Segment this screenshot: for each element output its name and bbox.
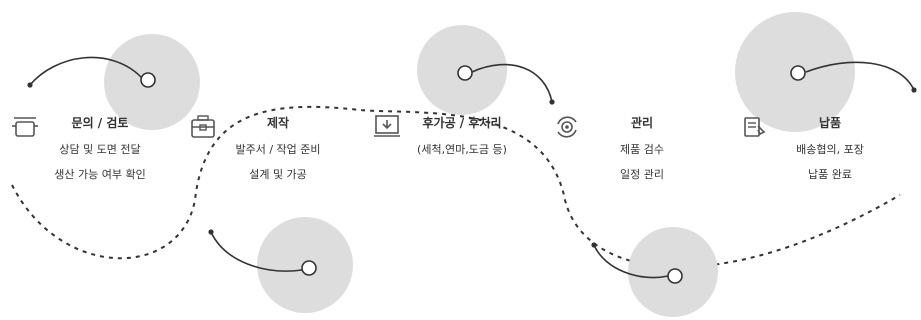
step-inquiry: 문의 / 검토 상담 및 도면 전달 생산 가능 여부 확인 bbox=[10, 114, 190, 187]
arc-endpoint-dot-2 bbox=[208, 229, 214, 235]
step-desc-line: 설계 및 가공 bbox=[249, 168, 307, 181]
step-desc-line: 생산 가능 여부 확인 bbox=[54, 168, 146, 181]
arc-endpoint-dot-5 bbox=[911, 87, 917, 93]
arc-endpoint-dot-3 bbox=[549, 99, 555, 105]
inner-ring-2 bbox=[301, 260, 317, 276]
inner-ring-3 bbox=[457, 65, 473, 81]
step-production: 제작 발주서 / 작업 준비 설계 및 가공 bbox=[188, 114, 368, 187]
step-post-processing: 후가공 / 후처리 (세척,연마,도금 등) bbox=[372, 114, 552, 162]
step-desc-line: 배송협의, 포장 bbox=[796, 143, 864, 156]
step-desc-line: 제품 검수 bbox=[620, 143, 664, 156]
connector-arc-1 bbox=[29, 56, 143, 86]
connector-arc-5 bbox=[805, 61, 915, 91]
step-desc-line: 상담 및 도면 전달 bbox=[59, 143, 141, 156]
gear-cycle-icon bbox=[557, 116, 577, 138]
step-desc-line: 발주서 / 작업 준비 bbox=[235, 143, 321, 156]
toolbox-icon bbox=[191, 115, 215, 138]
step-title: 납품 bbox=[818, 116, 842, 130]
dashed-wave-path bbox=[11, 105, 901, 268]
step-desc-line: (세척,연마,도금 등) bbox=[417, 143, 507, 156]
monitor-download-icon bbox=[374, 115, 400, 137]
step-title: 후가공 / 후처리 bbox=[422, 116, 502, 130]
step-delivery: 납품 배송협의, 포장 납품 완료 bbox=[740, 114, 920, 187]
inner-ring-5 bbox=[790, 65, 806, 81]
connector-arc-3 bbox=[471, 63, 553, 103]
arc-endpoint-dot-4 bbox=[591, 242, 597, 248]
step-desc-line: 일정 관리 bbox=[620, 168, 664, 181]
connector-arc-2 bbox=[210, 231, 303, 272]
arc-endpoint-dot-1 bbox=[27, 82, 33, 88]
step-desc-line: 납품 완료 bbox=[808, 168, 852, 181]
inner-ring-4 bbox=[667, 268, 683, 284]
step-management: 관리 제품 검수 일정 관리 bbox=[552, 114, 732, 187]
inner-ring-1 bbox=[140, 72, 156, 88]
connector-arc-4 bbox=[593, 244, 669, 279]
step-title: 제작 bbox=[266, 116, 290, 130]
pot-icon bbox=[12, 117, 38, 137]
delivery-icon bbox=[744, 117, 766, 137]
step-title: 관리 bbox=[630, 116, 654, 130]
step-title: 문의 / 검토 bbox=[71, 116, 129, 130]
